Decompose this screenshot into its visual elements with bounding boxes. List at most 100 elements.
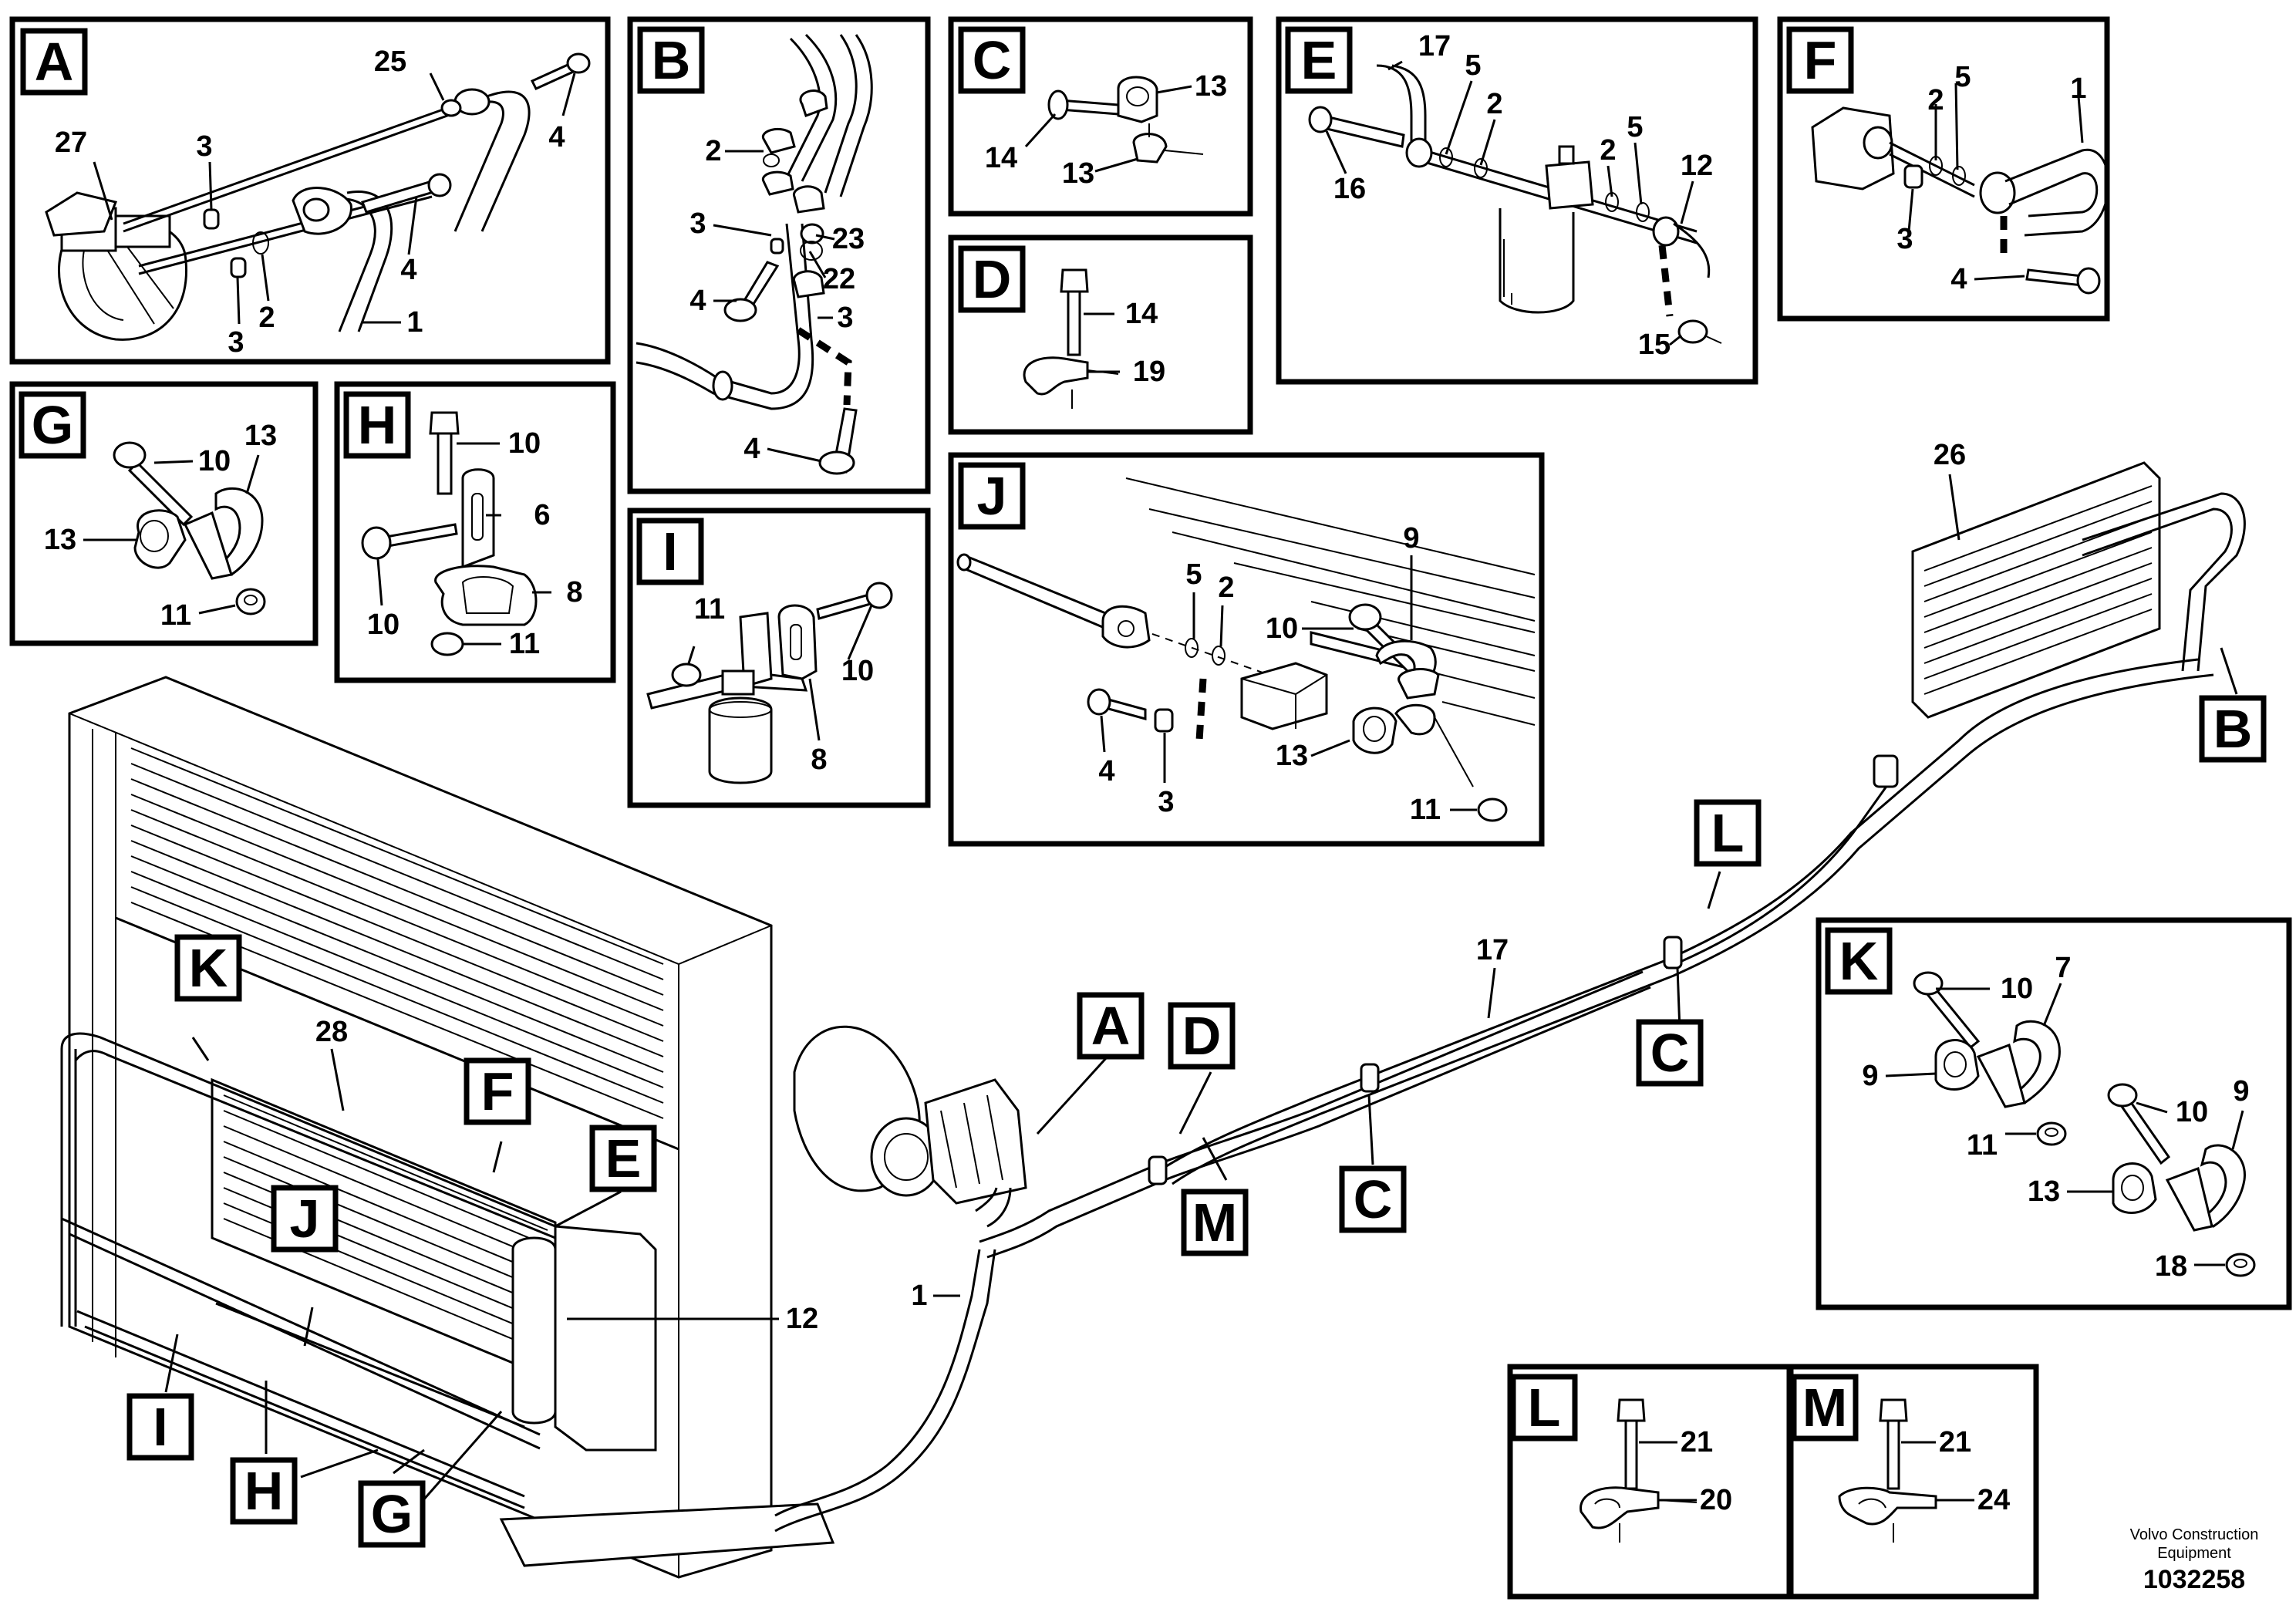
callout-d-19: 19 [1133,356,1165,388]
main-label-i: I [153,1397,167,1457]
main-label-c-right: C [1650,1023,1690,1083]
frame-g [9,381,319,646]
panel-c-letter: C [973,30,1012,90]
main-tag-k [174,934,242,1002]
detail-b-drawing: B 2 3 23 22 4 3 4 [636,26,873,475]
detail-d-drawing: D 14 19 [958,245,1165,409]
main-tag-j [271,1185,339,1253]
callout-f-1: 1 [2070,73,2086,105]
panel-h-letter: H [358,395,397,455]
callout-main-26: 26 [1934,439,1966,471]
main-label-c-left: C [1354,1169,1393,1229]
detail-a-drawing: A 25 27 3 4 4 3 2 1 [20,28,591,359]
main-tag-i [126,1393,194,1461]
panel-d-tag [958,245,1026,313]
callout-a-4: 4 [548,121,565,153]
frame-b [627,16,931,494]
main-assembly-drawing: A B C C D E F G H I J K L M 26 28 17 1 1… [60,439,2267,1579]
callout-i-10: 10 [841,655,874,687]
callout-k-9: 9 [1862,1060,1878,1092]
frame-c [948,16,1253,217]
frame-k [1816,917,2292,1310]
panel-e-tag [1285,26,1353,94]
callout-a-3: 3 [196,130,212,163]
detail-l-drawing: L 21 20 [1510,1374,1732,1543]
panel-g-letter: G [32,395,73,455]
callout-g-11: 11 [160,599,191,632]
callout-e-12: 12 [1681,150,1713,182]
detail-c-drawing: C 13 14 13 [958,26,1227,190]
main-label-a: A [1091,996,1131,1056]
callout-b-3: 3 [689,207,706,240]
panel-j-tag [958,462,1026,530]
callout-c-13: 13 [1195,70,1227,103]
callout-a-4b: 4 [400,254,416,286]
callout-f-5: 5 [1954,61,1971,93]
callout-g-13: 13 [244,420,277,452]
callout-h-8: 8 [566,576,582,609]
main-tag-m [1181,1189,1249,1256]
callout-k-13: 13 [2028,1175,2060,1208]
panel-l-letter: L [1528,1378,1561,1438]
panel-f-tag [1786,26,1854,94]
panel-m-letter: M [1802,1378,1847,1438]
callout-b-2: 2 [705,135,721,167]
callout-j-10: 10 [1266,612,1298,645]
callout-k-11: 11 [1967,1129,1998,1162]
main-label-b: B [2213,699,2253,759]
callout-j-9: 9 [1403,522,1419,555]
main-label-l: L [1711,803,1745,863]
panel-l-tag [1510,1374,1578,1442]
callout-k-9b: 9 [2233,1075,2249,1108]
callout-e-5b: 5 [1627,111,1643,143]
callout-j-11: 11 [1410,794,1441,826]
detail-h-drawing: H 10 6 10 8 11 [343,391,583,660]
callout-c-14: 14 [985,142,1017,174]
callout-k-7: 7 [2055,952,2071,984]
upper-grille [130,747,664,1119]
frame-h [334,381,616,683]
main-tag-c-right [1636,1019,1704,1087]
callout-j-4: 4 [1098,755,1114,787]
main-tag-g [358,1480,426,1548]
panel-i-letter: I [663,521,677,582]
callout-i-11: 11 [694,593,725,626]
panel-g-tag [19,391,86,459]
main-label-h: H [244,1461,284,1521]
detail-frames [9,16,2292,1600]
callout-m-24: 24 [1977,1484,2010,1516]
frame-m [1786,1364,2039,1600]
callout-h-11: 11 [509,628,540,660]
panel-d-letter: D [973,249,1012,309]
panel-k-tag [1825,927,1893,995]
callout-k-18: 18 [2155,1250,2187,1283]
callout-a-27: 27 [55,126,87,159]
main-label-d: D [1182,1006,1222,1066]
panel-h-tag [343,391,411,459]
callout-a-2: 2 [258,302,275,334]
main-label-e: E [605,1128,642,1189]
callout-m-21: 21 [1939,1426,1971,1458]
callout-e-5: 5 [1465,49,1481,82]
panel-a-letter: A [35,32,74,92]
callout-f-4: 4 [1950,263,1967,295]
callout-a-1: 1 [406,306,423,339]
callout-main-1: 1 [911,1280,927,1312]
callout-b-3b: 3 [837,302,853,334]
frame-d [948,234,1253,435]
panel-j-letter: J [977,466,1007,526]
main-label-k: K [189,938,228,998]
panel-b-letter: B [652,30,691,90]
frame-e [1276,16,1758,385]
main-label-j: J [290,1189,320,1249]
detail-m-drawing: M 21 24 [1791,1374,2010,1543]
frame-a [9,16,611,365]
main-label-g: G [371,1484,413,1544]
callout-b-23: 23 [832,223,865,255]
detail-g-drawing: G 10 13 13 11 [19,391,277,632]
main-tag-d [1168,1002,1236,1070]
main-tag-l [1694,799,1762,867]
callout-b-22: 22 [823,263,855,295]
